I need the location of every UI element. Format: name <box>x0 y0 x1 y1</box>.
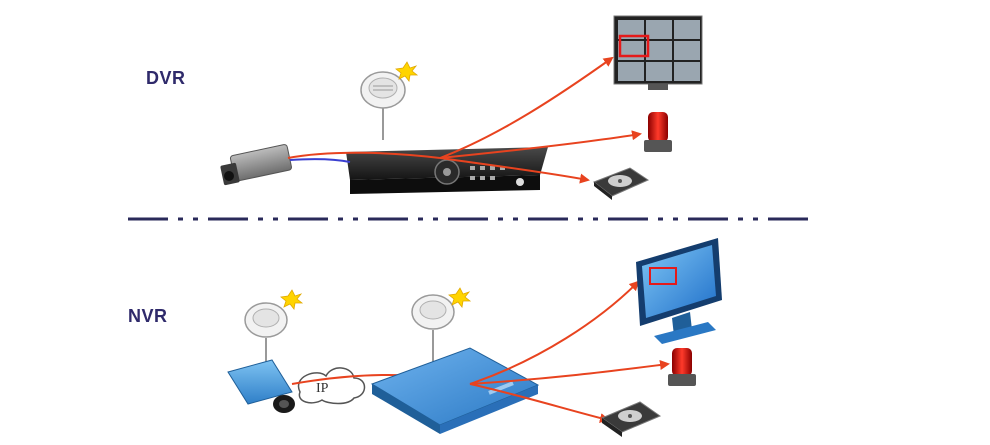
signal-arrow-monitor <box>469 280 640 385</box>
smoke-detector-icon <box>360 61 419 140</box>
signal-arrow-siren <box>469 360 670 385</box>
ip-cloud-label: IP <box>316 381 329 396</box>
hard-drive-icon <box>592 167 650 200</box>
camera-cable <box>289 158 351 163</box>
ip-camera-icon <box>227 359 295 413</box>
dvr-label: DVR <box>146 68 186 88</box>
hard-drive-icon <box>600 401 662 437</box>
signal-arrow-siren <box>439 130 642 159</box>
dvr-recorder-icon <box>346 147 548 194</box>
signal-arrow-monitor <box>439 56 614 159</box>
alarm-siren-icon <box>668 348 696 386</box>
alarm-siren-icon <box>644 112 672 152</box>
smoke-detector-icon <box>411 287 472 362</box>
signal-arrow-drive <box>469 383 610 423</box>
nvr-label: NVR <box>128 306 168 326</box>
smoke-detector-icon <box>244 289 304 368</box>
monitor-icon <box>636 238 722 344</box>
ip-cloud-icon: IP <box>297 367 366 405</box>
signal-arrow-drive <box>439 157 590 184</box>
signal-line <box>287 151 441 159</box>
nvr-recorder-icon <box>370 347 540 434</box>
cctv-monitor-icon <box>613 15 703 90</box>
analog-camera-icon <box>220 144 292 186</box>
